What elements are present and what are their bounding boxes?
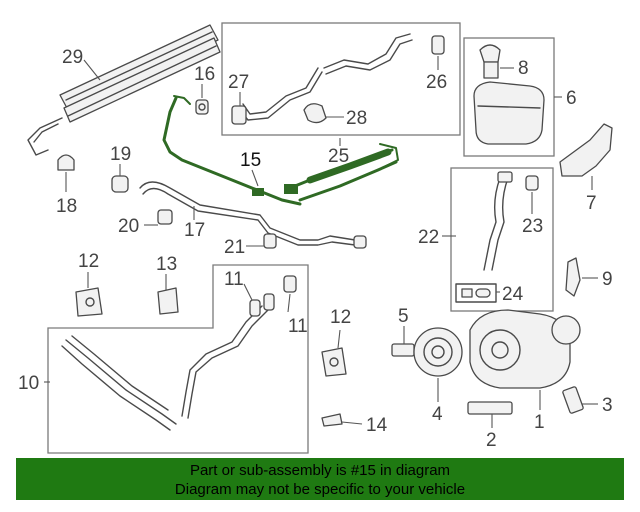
part-23-clamp (525, 175, 539, 191)
part-16-clip (195, 99, 209, 115)
part-12-bracket-upper (75, 287, 103, 317)
leader-11b (287, 293, 291, 313)
part-2-bolt (467, 401, 513, 415)
callout-18: 18 (56, 196, 77, 217)
part-24-seal (455, 283, 497, 303)
leader-12b (337, 329, 341, 349)
part-12-bracket-lower (321, 347, 347, 377)
callout-29: 29 (62, 47, 83, 68)
callout-14: 14 (366, 415, 388, 436)
part-11-fittings (249, 275, 297, 317)
callout-5: 5 (398, 306, 409, 327)
part-6-reservoir (473, 81, 545, 145)
callout-12-upper: 12 (78, 251, 99, 272)
part-14-clip (321, 413, 343, 427)
part-18-clamp (57, 154, 75, 171)
banner-line-1: Part or sub-assembly is #15 in diagram (189, 462, 451, 479)
callout-10: 10 (18, 373, 39, 394)
part-3-bolt (562, 386, 584, 414)
part-13-bracket (157, 287, 179, 315)
callout-8: 8 (518, 58, 529, 79)
parts-diagram: 29 16 27 26 28 25 15 8 6 7 19 18 20 17 2… (18, 22, 613, 454)
callout-12-lower: 12 (330, 307, 351, 328)
part-22-return-hose (483, 171, 513, 271)
part-8-cap (479, 44, 501, 79)
callout-16: 16 (194, 64, 215, 85)
callout-25: 25 (328, 146, 349, 167)
part-15-pressure-hose (162, 95, 399, 206)
box-reservoir-hoses (221, 22, 461, 136)
callout-21: 21 (224, 237, 245, 258)
callout-13: 13 (156, 254, 177, 275)
info-banner: Part or sub-assembly is #15 in diagram D… (16, 458, 624, 500)
part-29-cooler (27, 24, 221, 156)
callout-4: 4 (432, 404, 443, 425)
callout-2: 2 (486, 430, 497, 451)
callout-9: 9 (602, 269, 613, 290)
leader-29 (83, 59, 101, 81)
part-19-clamp (111, 175, 129, 193)
callout-24: 24 (502, 284, 524, 305)
callout-7: 7 (586, 193, 597, 214)
callout-6: 6 (566, 88, 577, 109)
callout-11-left: 11 (224, 269, 244, 290)
callout-19: 19 (110, 144, 131, 165)
part-10-hose-assembly (61, 305, 269, 431)
part-7-bracket (559, 123, 613, 177)
callout-1: 1 (534, 412, 545, 433)
callout-22: 22 (418, 227, 439, 248)
callout-23: 23 (522, 216, 543, 237)
box-hose-assembly (47, 264, 309, 454)
part-5-bolt (391, 343, 415, 357)
callout-3: 3 (602, 395, 613, 416)
callout-28: 28 (346, 108, 367, 129)
callout-15: 15 (240, 150, 261, 171)
part-4-pulley (413, 327, 463, 377)
part-17-line (139, 181, 367, 249)
callout-11-right: 11 (288, 316, 308, 337)
part-27-hose (231, 33, 445, 125)
part-1-pump (469, 309, 581, 389)
callout-17: 17 (184, 220, 205, 241)
part-9-sensor (565, 257, 581, 297)
callout-26: 26 (426, 72, 447, 93)
part-28-fitting (303, 103, 327, 124)
leader-15 (251, 169, 259, 187)
callout-20: 20 (118, 216, 139, 237)
leader-11a (243, 283, 253, 301)
leader-14 (341, 421, 363, 425)
banner-line-2: Diagram may not be specific to your vehi… (174, 481, 466, 498)
callout-27: 27 (228, 72, 249, 93)
